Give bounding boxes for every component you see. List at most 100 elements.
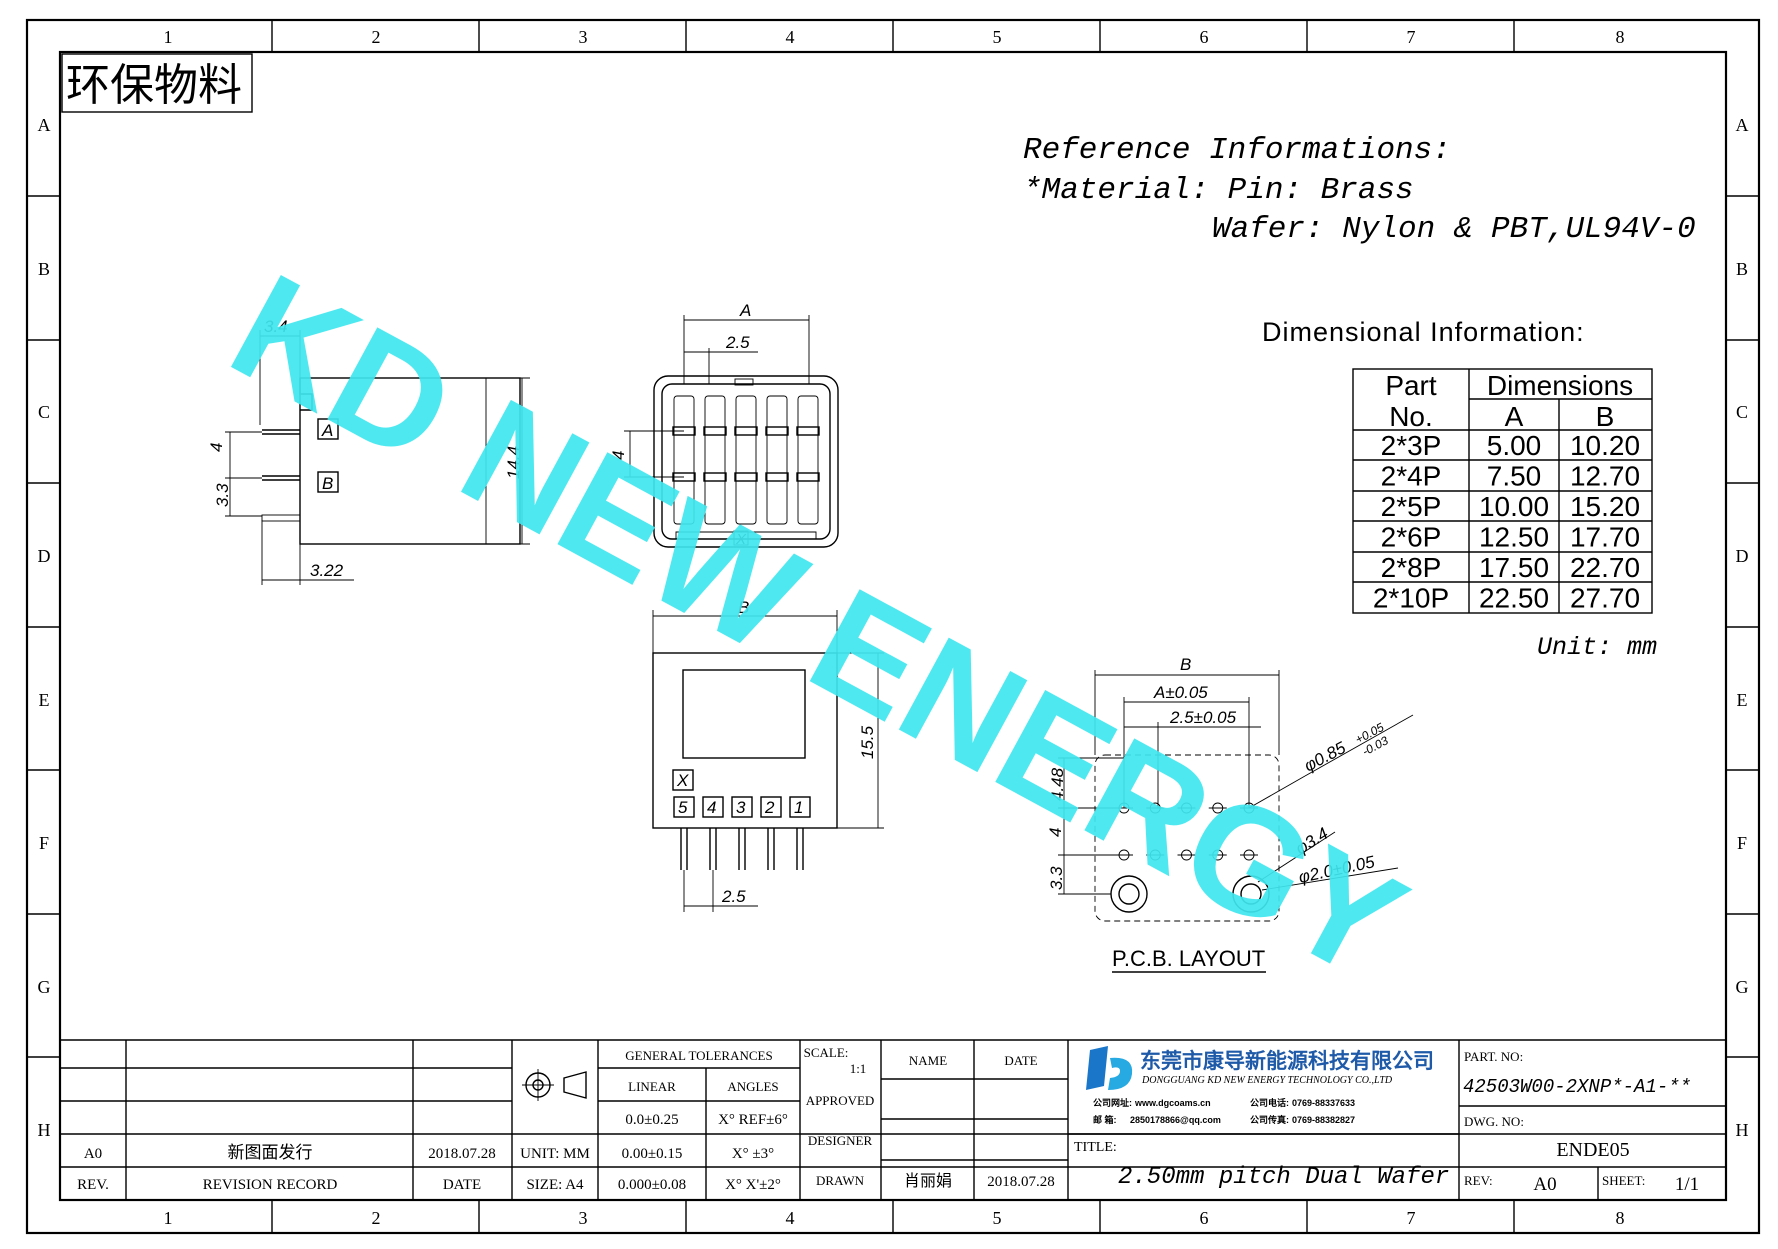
dwg-no: ENDE05 bbox=[1556, 1139, 1629, 1161]
row-label-right-G: G bbox=[1736, 977, 1749, 997]
col-label-bottom-8: 8 bbox=[1616, 1208, 1625, 1228]
header-dimensions: Dimensions bbox=[1487, 370, 1633, 401]
side-label-a-box bbox=[317, 418, 339, 440]
front-pin-slot bbox=[766, 395, 788, 525]
col-label-bottom-1: 1 bbox=[164, 1208, 173, 1228]
contact-phone-label: 公司电话: bbox=[1250, 1097, 1289, 1108]
row-label-left-D: D bbox=[38, 546, 51, 566]
bottom-label-x-box bbox=[672, 769, 694, 791]
side-dim-3-4: 3.4 bbox=[264, 317, 288, 336]
pcb-dim-b: B bbox=[1180, 655, 1191, 674]
pin-number-box bbox=[760, 796, 782, 818]
row-label-left-H: H bbox=[38, 1120, 51, 1140]
contact-phone: 0769-88337633 bbox=[1292, 1098, 1355, 1108]
bottom-dim-height: 15.5 bbox=[858, 725, 877, 759]
row-label-right-F: F bbox=[1737, 833, 1747, 853]
front-pin-slot bbox=[735, 395, 757, 525]
date-header: DATE bbox=[1004, 1053, 1037, 1068]
row-label-right-D: D bbox=[1736, 546, 1749, 566]
side-dim-4: 4 bbox=[207, 443, 226, 452]
col-label-bottom-2: 2 bbox=[372, 1208, 381, 1228]
col-label-top-3: 3 bbox=[579, 27, 588, 47]
row-label-left-C: C bbox=[38, 402, 50, 422]
revision-date-header: DATE bbox=[443, 1177, 481, 1193]
table-cell-a: 10.00 bbox=[1479, 491, 1549, 522]
table-cell-b: 12.70 bbox=[1570, 461, 1640, 492]
contact-fax: 0769-88382827 bbox=[1292, 1115, 1355, 1125]
company-logo-icon bbox=[1086, 1046, 1133, 1090]
table-cell-part: 2*4P bbox=[1381, 461, 1442, 492]
pin-number: 3 bbox=[736, 798, 746, 817]
side-label-b: B bbox=[322, 474, 333, 493]
side-dim-3-3: 3.3 bbox=[213, 483, 232, 507]
col-label-bottom-6: 6 bbox=[1200, 1208, 1209, 1228]
table-cell-a: 22.50 bbox=[1479, 583, 1549, 614]
front-label-x-box bbox=[733, 530, 749, 546]
reference-material: *Material: Pin: Brass bbox=[1023, 173, 1414, 208]
revision-record-value: 新图面发行 bbox=[228, 1143, 313, 1162]
table-cell-a: 7.50 bbox=[1487, 461, 1542, 492]
pcb-dim-3-3: 3.3 bbox=[1047, 866, 1066, 890]
col-label-top-6: 6 bbox=[1200, 27, 1209, 47]
table-cell-a: 12.50 bbox=[1479, 522, 1549, 553]
bottom-dim-pitch: 2.5 bbox=[721, 887, 746, 906]
header-a: A bbox=[1505, 401, 1524, 432]
side-label-b-box bbox=[317, 471, 339, 493]
table-cell-part: 2*8P bbox=[1381, 552, 1442, 583]
row-label-right-C: C bbox=[1736, 402, 1748, 422]
col-label-bottom-3: 3 bbox=[579, 1208, 588, 1228]
drawing-frame: 1 2 3 4 5 6 7 8 1 2 3 4 5 6 7 8 A B C D … bbox=[25, 18, 1761, 1235]
col-label-bottom-5: 5 bbox=[993, 1208, 1002, 1228]
rev-value: A0 bbox=[84, 1146, 102, 1162]
watermark: KD NEW ENERGY bbox=[206, 242, 1430, 1012]
title-block: A0 新图面发行 2018.07.28 REV. REVISION RECORD… bbox=[60, 1039, 1726, 1200]
unit-note: Unit: mm bbox=[1537, 633, 1657, 662]
row-label-right-B: B bbox=[1736, 259, 1748, 279]
pin-number: 5 bbox=[678, 798, 688, 817]
angle-2: X° ±3° bbox=[732, 1146, 774, 1162]
angles-label: ANGLES bbox=[727, 1079, 778, 1094]
table-cell-a: 17.50 bbox=[1479, 552, 1549, 583]
table-cell-part: 2*10P bbox=[1373, 583, 1449, 614]
col-label-top-5: 5 bbox=[993, 27, 1002, 47]
front-pin-lower bbox=[703, 472, 727, 482]
table-cell-b: 27.70 bbox=[1570, 583, 1640, 614]
pcb-dim-4: 4 bbox=[1046, 828, 1065, 837]
front-pin-lower bbox=[734, 472, 758, 482]
bottom-label-x: X bbox=[676, 771, 689, 790]
col-label-top-1: 1 bbox=[164, 27, 173, 47]
table-cell-b: 22.70 bbox=[1570, 552, 1640, 583]
approved-label: APPROVED bbox=[806, 1093, 875, 1108]
eco-material-stamp: 环保物料 bbox=[61, 53, 253, 113]
bottom-dim-b: B bbox=[738, 598, 749, 617]
front-dim-a: A bbox=[739, 301, 751, 320]
row-label-right-H: H bbox=[1736, 1120, 1749, 1140]
scale-label: SCALE: bbox=[804, 1045, 849, 1060]
part-no: 42503W00-2XNP*-A1-** bbox=[1463, 1076, 1691, 1098]
reference-wafer: Wafer: Nylon & PBT,UL94V-0 bbox=[1212, 212, 1696, 247]
name-header: NAME bbox=[909, 1053, 947, 1068]
drawn-label: DRAWN bbox=[816, 1173, 865, 1188]
contact-email: 2850178866@qq.com bbox=[1130, 1115, 1221, 1125]
table-cell-part: 2*5P bbox=[1381, 491, 1442, 522]
reference-heading: Reference Informations: bbox=[1023, 133, 1451, 168]
pin-number: 1 bbox=[794, 798, 803, 817]
linear-label: LINEAR bbox=[628, 1079, 676, 1094]
contact-website-label: 公司网址: bbox=[1093, 1097, 1132, 1108]
row-label-left-G: G bbox=[38, 977, 51, 997]
row-label-right-A: A bbox=[1736, 115, 1749, 135]
company-name-en: DONGGUANG KD NEW ENERGY TECHNOLOGY CO.,L… bbox=[1141, 1075, 1393, 1086]
front-pin-lower bbox=[765, 472, 789, 482]
front-pin-slot bbox=[704, 395, 726, 525]
sheet-value: 1/1 bbox=[1675, 1174, 1699, 1195]
pcb-dim-a: A±0.05 bbox=[1153, 683, 1208, 702]
angle-1: X° REF±6° bbox=[718, 1112, 788, 1128]
pin-number-box bbox=[731, 796, 753, 818]
front-pin-upper bbox=[796, 426, 820, 436]
front-dim-4: 4 bbox=[609, 451, 628, 460]
rev-header: REV. bbox=[77, 1177, 109, 1193]
col-label-top-2: 2 bbox=[372, 27, 381, 47]
side-view: A B 3.4 4 3.3 3.22 14.4 bbox=[207, 317, 530, 585]
